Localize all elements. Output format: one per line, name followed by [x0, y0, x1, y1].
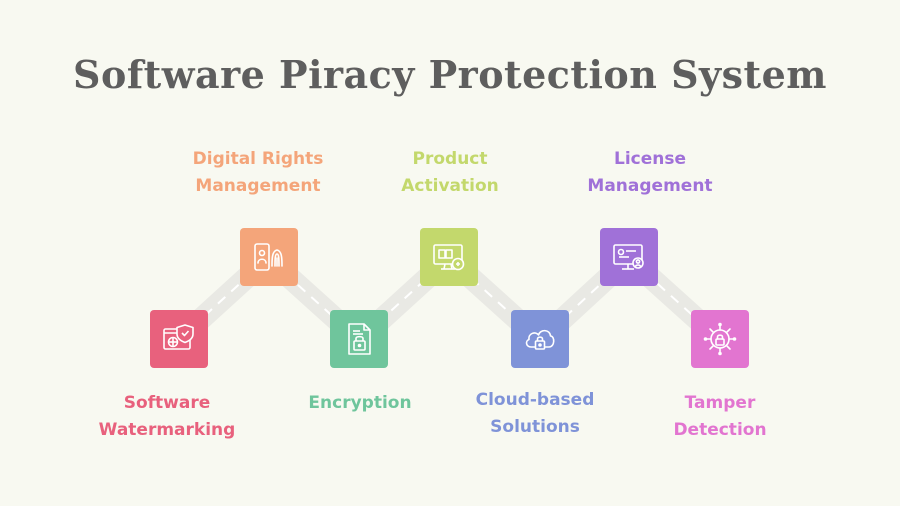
step-label-line1: Encryption: [308, 393, 412, 413]
step-tile-tamper-detection: [691, 310, 749, 368]
page-title: Software Piracy Protection System: [73, 52, 827, 97]
step-label-line2: Watermarking: [98, 420, 236, 440]
step-tile-cloud-based-solutions: [511, 310, 569, 368]
step-label-line1: Tamper: [684, 393, 756, 413]
step-label-digital-rights-management: Digital Rights Management: [158, 146, 358, 200]
step-label-line2: Management: [587, 176, 713, 196]
step-label-product-activation: Product Activation: [350, 146, 550, 200]
monitor-key-icon: [433, 244, 465, 271]
step-tile-digital-rights-management: [240, 228, 298, 286]
monitor-user-icon: [613, 244, 644, 270]
step-label-line2: Management: [195, 176, 321, 196]
step-tile-license-management: [600, 228, 658, 286]
step-label-license-management: License Management: [550, 146, 750, 200]
step-label-line1: Cloud-based: [475, 390, 595, 410]
fingerprint-device-icon: [254, 243, 283, 271]
step-label-line2: Detection: [673, 420, 767, 440]
step-label-line1: Product: [412, 149, 488, 169]
step-label-line1: License: [613, 149, 687, 169]
step-label-line2: Activation: [401, 176, 499, 196]
cloud-lock-icon: [525, 329, 555, 350]
step-label-line2: Solutions: [490, 417, 580, 437]
step-tile-encryption: [330, 310, 388, 368]
step-label-line1: Software: [123, 393, 211, 413]
step-label-tamper-detection: Tamper Detection: [620, 390, 820, 444]
step-tile-product-activation: [420, 228, 478, 286]
step-tile-software-watermarking: [150, 310, 208, 368]
monitor-shield-icon: [163, 324, 194, 350]
step-label-cloud-based-solutions: Cloud-based Solutions: [435, 387, 635, 441]
step-label-software-watermarking: Software Watermarking: [67, 390, 267, 444]
circuit-lock-icon: [703, 322, 737, 356]
step-label-encryption: Encryption: [260, 390, 460, 417]
locked-document-icon: [348, 323, 371, 355]
step-label-line1: Digital Rights: [192, 149, 324, 169]
